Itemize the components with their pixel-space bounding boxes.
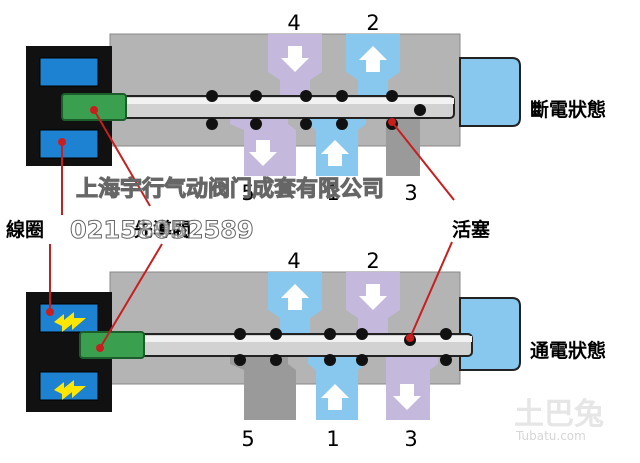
port-1-label-top: 1 [326,181,339,205]
phone-watermark: 02158052589 [70,216,254,244]
port-3-label-bottom: 3 [404,427,417,451]
seal-ring [270,328,282,340]
port-1-label-bottom: 1 [326,427,339,451]
port-5-label-bottom: 5 [241,427,254,451]
state-on-label: 通電狀態 [530,339,606,362]
coil-label: 線圈 [6,218,44,241]
piston-leader-line [391,121,455,201]
energized-icon [54,380,86,400]
seal-ring [336,90,348,102]
piston-label: 活塞 [452,218,491,241]
state-off-label: 斷電狀態 [530,98,606,121]
arrow-down-icon [359,284,387,310]
pilot-plunger-bottom [79,331,145,359]
port-5-label-top: 5 [241,181,254,205]
seal-ring [250,90,262,102]
seal-ring [336,118,348,130]
callout-dot [90,106,98,114]
seal-ring [356,354,368,366]
callout-dot [46,308,54,316]
port-4-label-top: 4 [287,11,300,35]
pilot-leader-line [93,109,151,207]
arrow-down-icon [393,384,421,410]
logo-mark: 土巴兔 [514,397,604,432]
end-cap-top [459,57,521,127]
seal-ring [250,118,262,130]
seal-ring [270,354,282,366]
seal-ring [440,354,452,366]
seal-ring [324,354,336,366]
arrow-up-icon [281,284,309,310]
seal-ring [206,90,218,102]
piston-leader-line [409,241,453,339]
seal-ring [206,118,218,130]
port-5-channel-bottom [230,352,296,420]
callout-dot [58,138,66,146]
port-2-label-top: 2 [366,11,379,35]
pilot-leader-line [99,243,163,349]
company-watermark: 上海宇行气动阀门成套有限公司 [76,176,384,202]
arrow-down-icon [281,46,309,72]
port-3-label-top: 3 [404,181,417,205]
seal-ring [414,104,426,116]
arrow-up-icon [359,46,387,72]
coil-lower-top [39,129,99,159]
arrow-up-icon [321,384,349,410]
seal-ring [356,328,368,340]
tubatu-logo: 土巴兔 Tubatu.com [514,397,604,443]
seal-ring [234,354,246,366]
port-2-label-bottom: 2 [366,249,379,273]
seal-ring [386,90,398,102]
port-4-label-bottom: 4 [287,249,300,273]
seal-ring [300,118,312,130]
seal-ring [324,328,336,340]
end-cap-bottom [459,297,521,371]
seal-ring [300,90,312,102]
seal-ring [234,328,246,340]
coil-upper-top [39,57,99,87]
seal-ring [440,328,452,340]
callout-dot [96,344,104,352]
callout-dot [388,118,396,126]
energized-icon [54,312,86,332]
logo-domain: Tubatu.com [515,429,586,443]
valve-top [26,33,521,176]
valve-bottom [26,271,521,420]
arrow-down-icon [249,140,277,166]
callout-lines [46,106,455,352]
callout-dot [406,334,414,342]
pilot-valve-label: 先導閥 [134,218,191,241]
arrow-up-icon [321,140,349,166]
